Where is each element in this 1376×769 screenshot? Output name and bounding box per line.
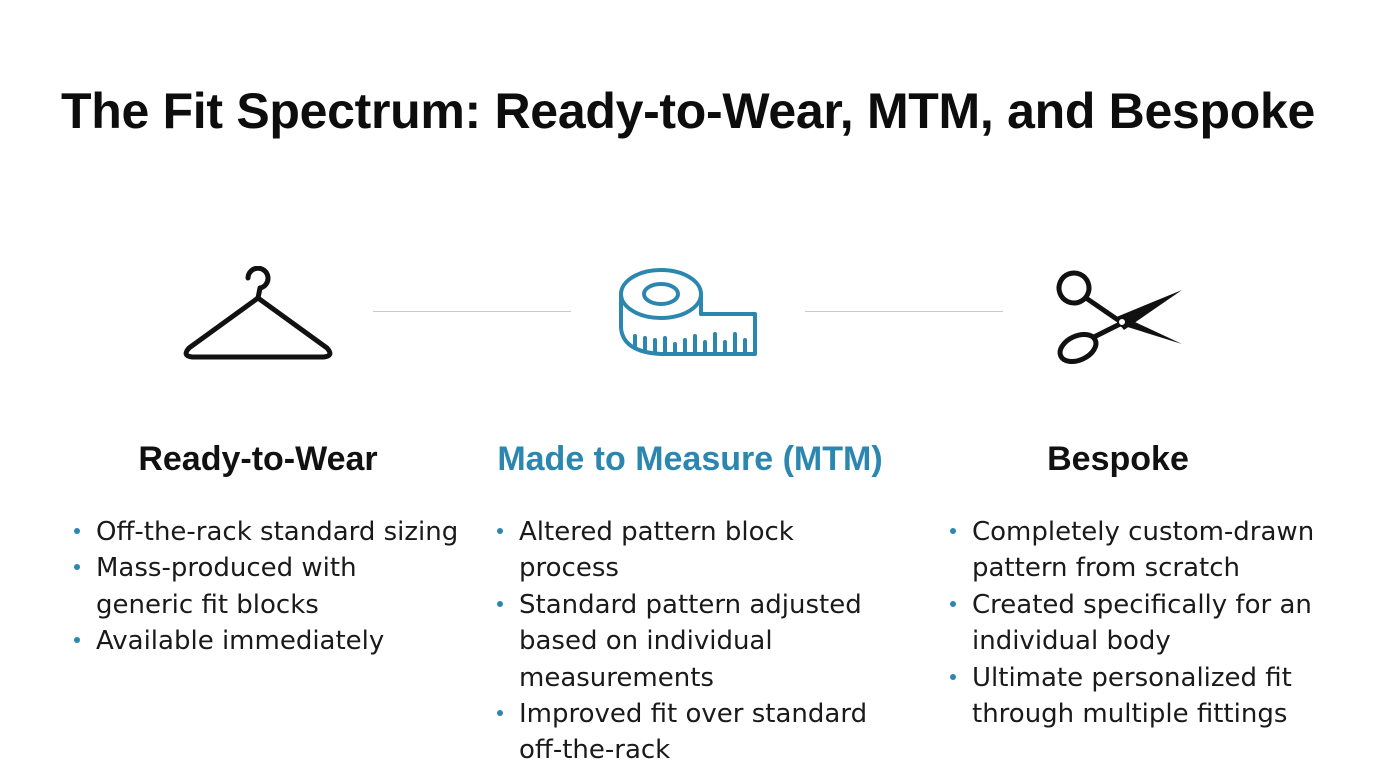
measuring-tape-icon — [617, 266, 760, 358]
bullet-text: Available immediately — [96, 626, 385, 657]
bullet-dot-icon — [950, 600, 956, 607]
list-item: Standard pattern adjusted based on indiv… — [495, 587, 895, 696]
bullet-list-made-to-measure: Altered pattern block process Standard p… — [495, 514, 895, 769]
bullet-text: Ultimate personalized fit through multip… — [972, 662, 1292, 730]
column-heading-made-to-measure: Made to Measure (MTM) — [497, 440, 883, 478]
list-item: Created specifically for an individual b… — [948, 587, 1328, 660]
scissors-icon — [1052, 266, 1186, 370]
bullet-text: Standard pattern adjusted based on indiv… — [519, 589, 862, 693]
bullet-text: Completely custom-drawn pattern from scr… — [972, 517, 1315, 584]
bullet-dot-icon — [74, 528, 80, 534]
bullet-dot-icon — [497, 600, 503, 607]
column-heading-ready-to-wear: Ready-to-Wear — [138, 440, 378, 478]
column-heading-bespoke: Bespoke — [1047, 440, 1189, 478]
list-item: Ultimate personalized fit through multip… — [948, 660, 1328, 733]
list-item: Off-the-rack standard sizing — [72, 514, 462, 550]
bullet-list-bespoke: Completely custom-drawn pattern from scr… — [948, 514, 1328, 732]
bullet-text: Off-the-rack standard sizing — [96, 517, 459, 547]
list-item: Improved fit over standard off-the-rack — [495, 696, 895, 769]
bullet-dot-icon — [74, 564, 80, 571]
bullet-text: Mass-produced with generic fit blocks — [96, 553, 357, 620]
list-item: Available immediately — [72, 623, 462, 659]
list-item: Completely custom-drawn pattern from scr… — [948, 514, 1328, 587]
connector-line-right — [805, 311, 1003, 312]
page-title: The Fit Spectrum: Ready-to-Wear, MTM, an… — [60, 83, 1315, 139]
list-item: Altered pattern block process — [495, 514, 895, 587]
bullet-dot-icon — [497, 710, 503, 717]
bullet-text: Altered pattern block process — [519, 517, 794, 584]
bullet-list-ready-to-wear: Off-the-rack standard sizing Mass-produc… — [72, 514, 462, 660]
bullet-dot-icon — [950, 528, 956, 534]
bullet-text: Created specifically for an individual b… — [972, 589, 1312, 657]
bullet-dot-icon — [497, 528, 503, 534]
list-item: Mass-produced with generic fit blocks — [72, 550, 462, 623]
bullet-dot-icon — [74, 637, 80, 644]
hanger-icon — [180, 266, 336, 362]
bullet-text: Improved fit over standard off-the-rack — [519, 699, 868, 766]
bullet-dot-icon — [950, 673, 956, 680]
connector-line-left — [373, 311, 571, 312]
